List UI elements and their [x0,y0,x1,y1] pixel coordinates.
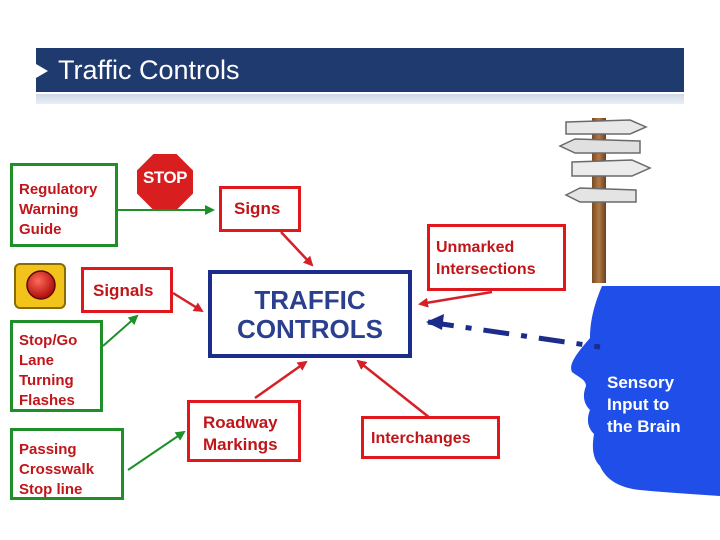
roadway-line: Roadway [203,413,278,432]
input-to-line: Input to [607,395,670,414]
turning-line: Turning [19,372,74,389]
arrow-unmarked-to-center [418,290,493,308]
the-brain-line: the Brain [607,417,681,436]
warning-line: Warning [19,201,79,218]
roadway-markings-box: Roadway Markings [187,400,301,462]
arrow-marking-types-to-roadway [127,430,186,471]
traffic-controls-box: TRAFFIC CONTROLS [208,270,412,358]
interchanges-box: Interchanges [361,416,500,459]
stop-go-line: Stop/Go [19,332,78,349]
traffic-signal-icon [14,263,66,309]
arrow-roadway-to-center [254,360,308,400]
lane-line: Lane [19,352,55,369]
slide-title: Traffic Controls [58,55,240,85]
center-line-2: CONTROLS [237,314,383,344]
signal-types-box: Stop/Go Lane Turning Flashes [10,320,103,412]
unmarked-intersections-box: Unmarked Intersections [427,224,566,291]
signpost-icon [558,118,652,283]
head-silhouette-icon [571,286,720,496]
signs-box: Signs [219,186,301,232]
crosswalk-line: Crosswalk [19,461,95,478]
sensory-input-label: Sensory Input to the Brain [607,372,681,438]
title-arrow-icon [36,64,48,78]
center-line-1: TRAFFIC [254,285,366,315]
title-bar [36,48,684,92]
intersections-line: Intersections [436,261,536,278]
arrow-interchanges-to-center [356,359,431,419]
arrow-signals-to-center [172,291,204,313]
signals-box: Signals [81,267,173,313]
stop-sign-text: STOP [143,168,187,187]
markings-line: Markings [203,435,278,454]
regulatory-line: Regulatory [19,181,98,198]
flashes-line: Flashes [19,392,75,409]
arrow-signs-to-center [280,231,314,267]
passing-line: Passing [19,441,77,458]
arrow-signal-types-to-signals [102,314,139,347]
sensory-line: Sensory [607,373,675,392]
guide-line: Guide [19,221,62,238]
dashed-arrow-brain-to-center [426,314,601,350]
interchanges-label: Interchanges [371,430,471,447]
signs-label: Signs [234,199,281,218]
signals-label: Signals [93,281,154,300]
stop-line-line: Stop line [19,481,83,498]
regulatory-box: Regulatory Warning Guide [10,163,118,247]
marking-types-box: Passing Crosswalk Stop line [10,428,124,500]
unmarked-line: Unmarked [436,239,515,256]
title-underline [36,94,684,104]
